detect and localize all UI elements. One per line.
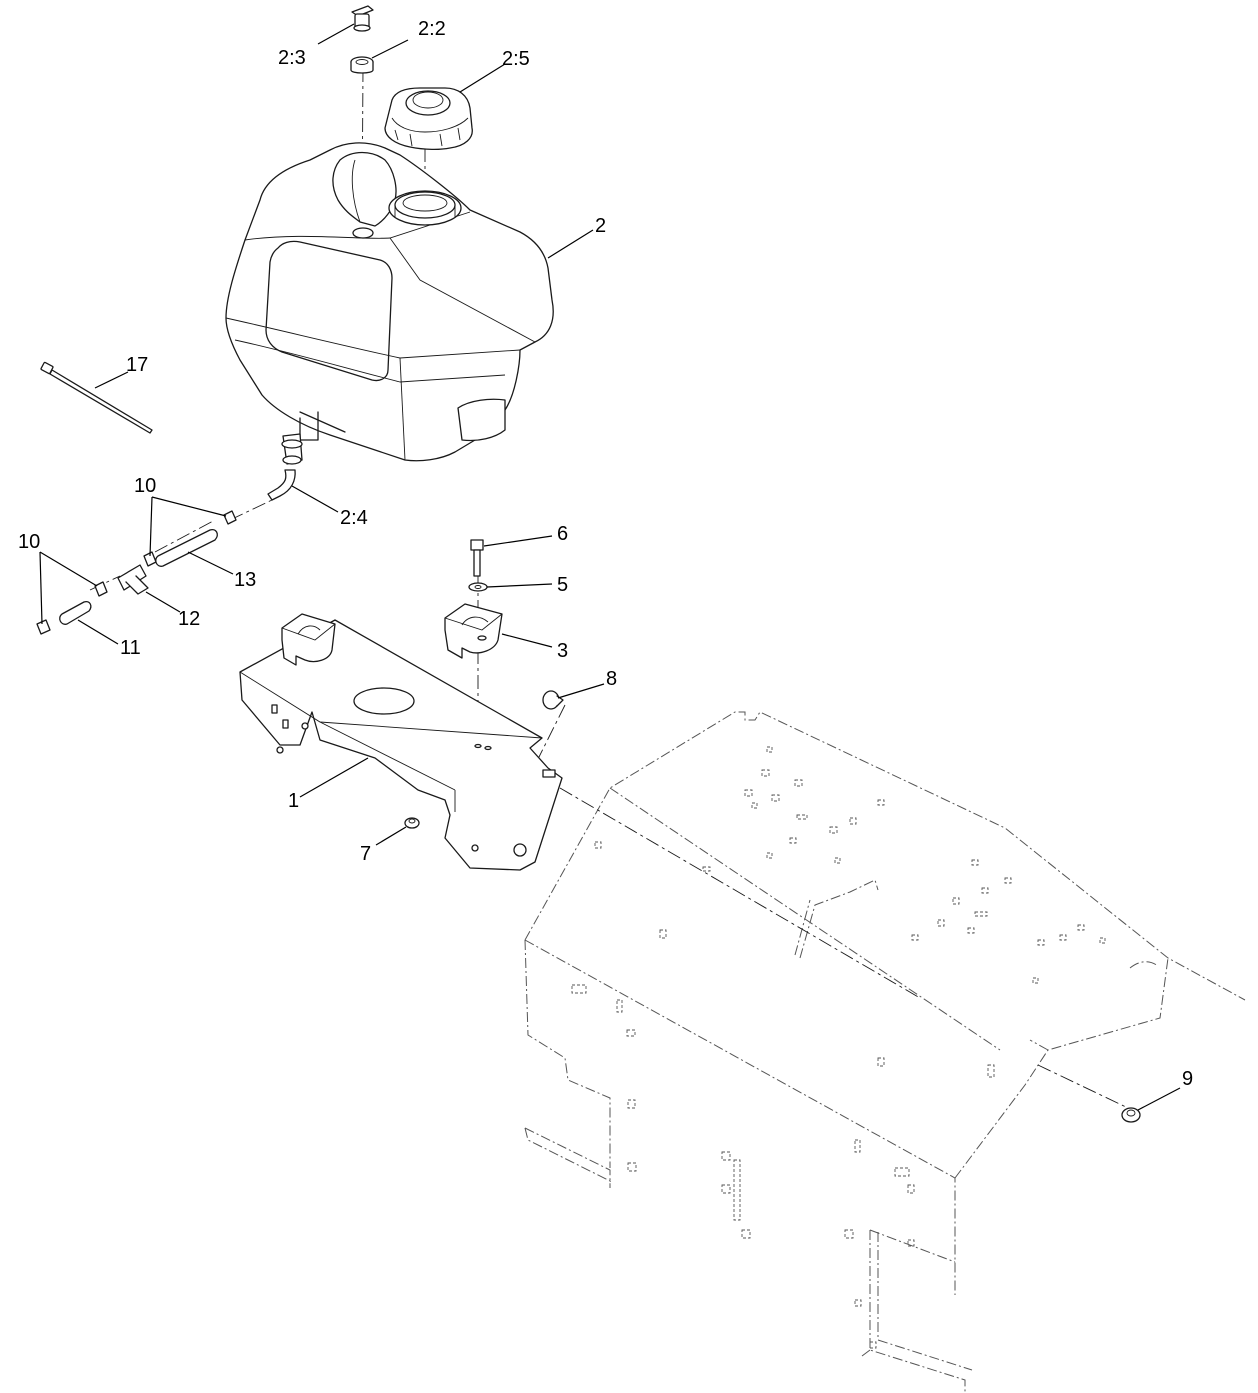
washer [468,582,488,592]
callout-17: 17 [126,354,148,376]
fuel-cap [384,87,473,151]
callout-10-upper: 10 [134,475,156,497]
lock-nut [1121,1107,1141,1123]
fuel-line-assembly [36,510,237,635]
cable-tie [40,361,153,434]
callout-2: 2 [595,215,606,237]
callout-2-5: 2:5 [502,48,530,70]
callout-2-2: 2:2 [418,18,446,40]
callout-2-4: 2:4 [340,507,368,529]
callout-13: 13 [234,569,256,591]
callout-5: 5 [557,574,568,596]
fuel-tank [225,142,554,462]
callout-7: 7 [360,843,371,865]
callout-1: 1 [288,790,299,812]
tank-bracket [239,613,563,871]
vent-fitting [351,5,374,32]
leader-lines [39,23,1181,1111]
callout-6: 6 [557,523,568,545]
hole-plug [542,690,564,710]
bolt [470,539,484,577]
flange-nut [404,817,420,829]
callout-2-3: 2:3 [278,47,306,69]
phantom-frame [524,711,1246,1393]
callout-3: 3 [557,640,568,662]
callout-labels: 2:3 2:2 2:5 2 17 10 2:4 10 13 12 11 6 5 … [18,18,1193,1090]
vent-grommet [350,56,374,74]
callout-9: 9 [1182,1068,1193,1090]
outlet-fitting [267,411,319,501]
callout-12: 12 [178,608,200,630]
callout-11: 11 [120,637,141,659]
callout-10-lower: 10 [18,531,40,553]
tank-mount-isolator [444,603,503,659]
callout-8: 8 [606,668,617,690]
